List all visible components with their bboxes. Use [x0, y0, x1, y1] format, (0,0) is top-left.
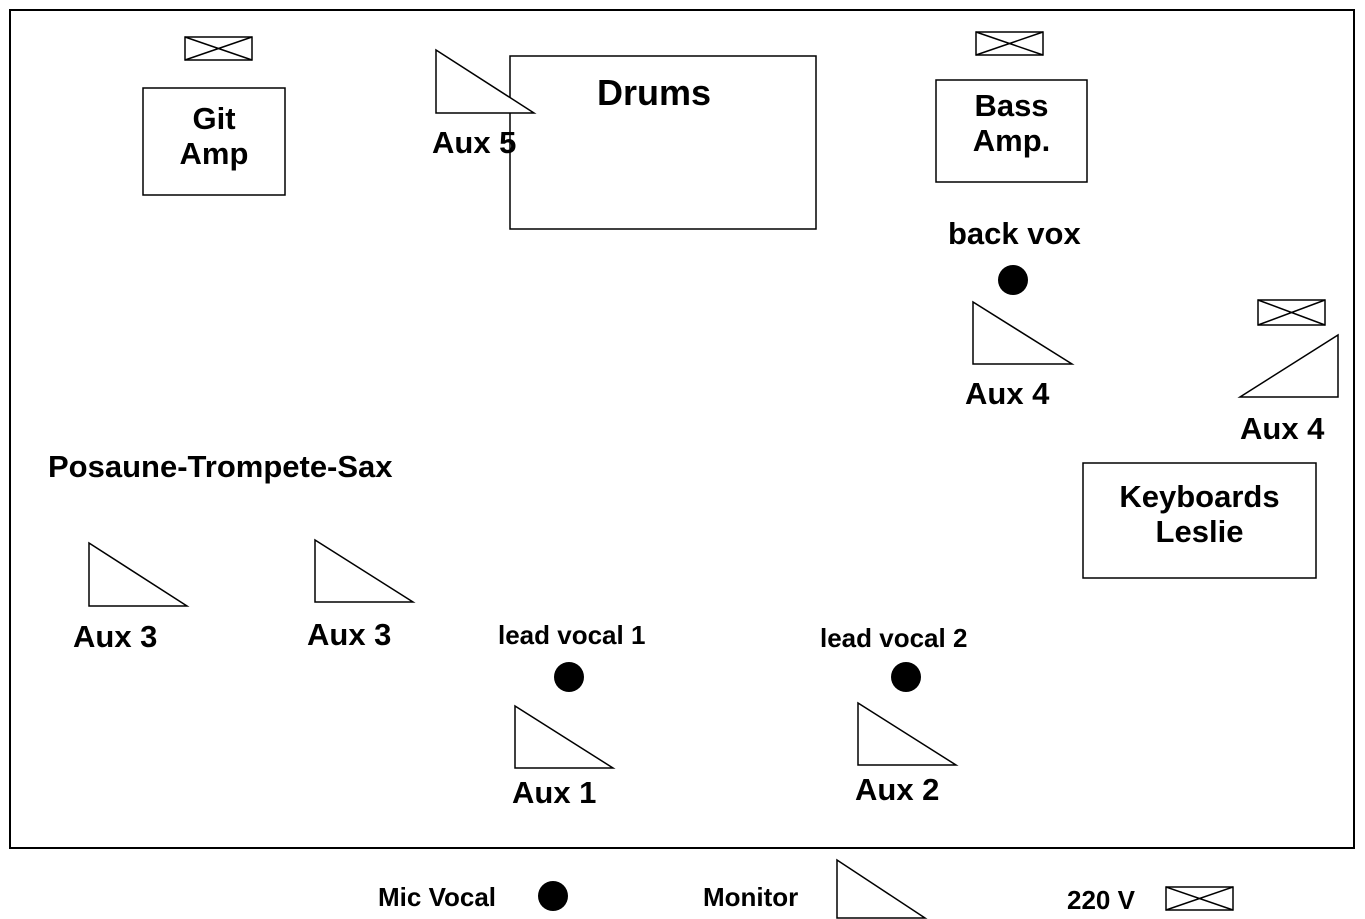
keyboards-box — [1082, 462, 1317, 579]
mic-icon — [891, 662, 921, 692]
git-amp-box — [142, 87, 286, 196]
keyboards-line1: Keyboards — [1119, 479, 1280, 514]
aux-3-left-label: Aux 3 — [73, 619, 158, 654]
legend-monitor-icon — [836, 858, 928, 919]
legend-monitor-label: Monitor — [703, 882, 799, 912]
monitor-icon — [857, 701, 959, 766]
keyboards-line2: Leslie — [1155, 513, 1244, 549]
mic-icon — [554, 662, 584, 692]
legend-power-label: 220 V — [1067, 885, 1135, 915]
mic-icon — [998, 265, 1028, 295]
horn-section-label: Posaune-Trompete-Sax — [48, 449, 393, 484]
power-outlet-icon — [184, 36, 253, 61]
lead-vocal-2-label: lead vocal 2 — [820, 623, 968, 653]
back-vox-label: back vox — [948, 216, 1081, 251]
lead-vocal-1-label: lead vocal 1 — [498, 620, 646, 650]
aux-2-label: Aux 2 — [855, 772, 940, 807]
bass-amp-label: Bass Amp. — [936, 88, 1087, 158]
stage-outline — [9, 9, 1355, 849]
aux-1-label: Aux 1 — [512, 775, 597, 810]
git-amp-label: Git Amp — [143, 101, 285, 171]
bass-amp-line1: Bass — [974, 88, 1049, 123]
monitor-icon — [88, 541, 190, 607]
power-outlet-icon — [1257, 299, 1326, 326]
monitor-icon — [514, 704, 616, 769]
power-outlet-icon — [975, 31, 1044, 56]
aux-5-label: Aux 5 — [432, 125, 517, 160]
drums-label: Drums — [597, 72, 712, 113]
legend-power-icon — [1165, 886, 1234, 911]
legend-mic-icon — [538, 881, 568, 911]
aux-4-keys-label: Aux 4 — [1240, 411, 1325, 446]
keyboards-label: Keyboards Leslie — [1083, 479, 1316, 549]
monitor-icon — [1237, 333, 1339, 398]
monitor-icon — [972, 300, 1075, 365]
monitor-icon — [435, 48, 537, 114]
aux-3-right-label: Aux 3 — [307, 617, 392, 652]
monitor-icon — [314, 538, 416, 603]
bass-amp-line2: Amp. — [972, 122, 1051, 158]
legend-mic-label: Mic Vocal — [378, 882, 497, 912]
drums-box — [509, 55, 817, 230]
git-amp-line1: Git — [192, 101, 236, 136]
aux-4-backvox-label: Aux 4 — [965, 376, 1050, 411]
bass-amp-box — [935, 79, 1088, 183]
git-amp-line2: Amp — [179, 135, 249, 171]
